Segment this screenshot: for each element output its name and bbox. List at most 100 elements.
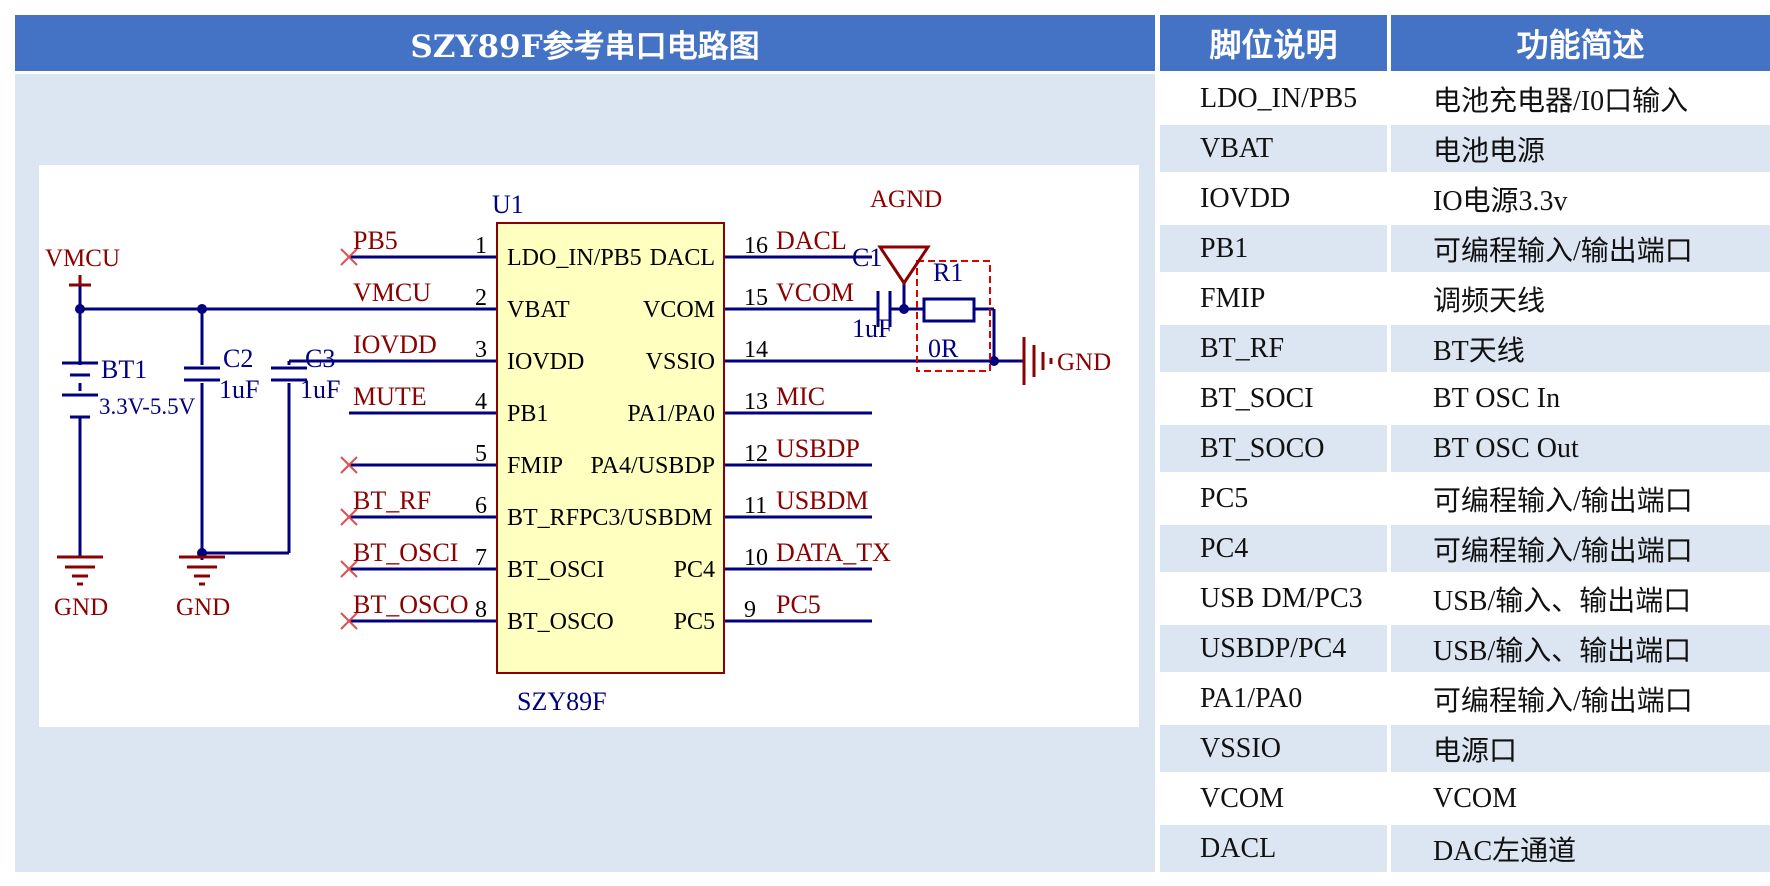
schematic-diagram: U1 SZY89F BT1 3.3V-5.5V C2 1uF C3 1uF C1… [45, 186, 1111, 716]
r1-resistor [922, 297, 976, 323]
pin-name-cell: VBAT [1160, 125, 1387, 172]
table-header-function: 功能简述 [1391, 15, 1770, 71]
bt1-battery [62, 361, 98, 419]
c1-value: 1uF [852, 314, 892, 343]
junction-dot [75, 304, 85, 314]
gnd-symbol-right [1022, 337, 1053, 385]
left-pin-name: FMIP [507, 453, 563, 479]
left-pin-name: BT_RFPC3/USBDM [507, 505, 712, 531]
right-net-label: DACL [776, 226, 847, 255]
left-pin-number: 1 [475, 233, 487, 259]
pin-name-cell: IOVDD [1160, 175, 1387, 222]
left-pin-number: 4 [475, 389, 487, 415]
pin-function-cell: USB/输入、输出端口 [1391, 575, 1770, 622]
left-net-label: IOVDD [353, 330, 437, 359]
chip-ref: U1 [492, 190, 524, 219]
pin-name-cell: DACL [1160, 825, 1387, 872]
pin-name-cell: FMIP [1160, 275, 1387, 322]
left-pin-name: BT_OSCI [507, 557, 604, 583]
left-net-label: MUTE [353, 382, 427, 411]
pin-function-cell: DAC左通道 [1391, 825, 1770, 872]
r1-highlight-box [916, 260, 991, 372]
agnd-label: AGND [870, 186, 942, 213]
pin-name-cell: BT_SOCI [1160, 375, 1387, 422]
left-net-label: VMCU [353, 278, 431, 307]
schematic-title: SZY89F参考串口电路图 [15, 15, 1155, 71]
left-pin-name: IOVDD [507, 349, 584, 375]
pin-function-cell: 电源口 [1391, 725, 1770, 772]
right-pin-name: VSSIO [646, 349, 715, 375]
left-pin-number: 8 [475, 597, 487, 623]
c2-value: 1uF [219, 375, 259, 404]
right-pin-name: PC4 [674, 557, 715, 583]
pin-function-cell: 调频天线 [1391, 275, 1770, 322]
r1-ref: R1 [933, 258, 963, 287]
c1-ref: C1 [852, 243, 882, 272]
pin-name-cell: BT_SOCO [1160, 425, 1387, 472]
right-pin-number: 13 [744, 389, 768, 415]
right-pin-number: 11 [744, 493, 767, 519]
pin-function-cell: BT OSC In [1391, 375, 1770, 422]
pin-function-cell: BT OSC Out [1391, 425, 1770, 472]
pin-function-cell: VCOM [1391, 775, 1770, 822]
right-net-label: VCOM [776, 278, 854, 307]
schematic-canvas: U1 SZY89F BT1 3.3V-5.5V C2 1uF C3 1uF C1… [39, 165, 1139, 727]
pin-name-cell: PC5 [1160, 475, 1387, 522]
pin-function-cell: BT天线 [1391, 325, 1770, 372]
right-net-label: MIC [776, 382, 825, 411]
pin-name-cell: VSSIO [1160, 725, 1387, 772]
right-net-label: USBDP [776, 434, 860, 463]
gnd-label-right: GND [1057, 349, 1111, 376]
vmcu-power-label: VMCU [45, 245, 120, 272]
right-net-label: DATA_TX [776, 538, 891, 567]
junction-dot [197, 304, 207, 314]
pin-function-cell: 可编程输入/输出端口 [1391, 475, 1770, 522]
agnd-symbol [877, 245, 931, 286]
r1-value: 0R [928, 334, 959, 363]
left-pin-number: 5 [475, 441, 487, 467]
pin-function-cell: 电池充电器/I0口输入 [1391, 75, 1770, 122]
table-header-pin: 脚位说明 [1160, 15, 1387, 71]
pin-function-cell: IO电源3.3v [1391, 175, 1770, 222]
right-pin-name: VCOM [643, 297, 715, 323]
left-pin-name: LDO_IN/PB5 [507, 245, 642, 271]
right-pin-name: DACL [650, 245, 715, 271]
c1-capacitor [876, 291, 892, 327]
pin-function-cell: 电池电源 [1391, 125, 1770, 172]
right-net-label: PC5 [776, 590, 821, 619]
right-net-label: USBDM [776, 486, 868, 515]
left-pin-name: VBAT [507, 297, 570, 323]
bt1-ref: BT1 [101, 355, 147, 384]
junction-dot [899, 304, 909, 314]
left-pin-name: BT_OSCO [507, 609, 614, 635]
left-pin-number: 7 [475, 545, 487, 571]
right-pin-number: 10 [744, 545, 768, 571]
gnd-symbol-bt1 [57, 545, 103, 586]
right-pin-name: PA4/USBDP [590, 453, 715, 479]
c3-value: 1uF [300, 375, 340, 404]
left-pin-number: 6 [475, 493, 487, 519]
chip-body [496, 222, 725, 674]
pin-name-cell: PC4 [1160, 525, 1387, 572]
left-pin-number: 3 [475, 337, 487, 363]
pin-name-cell: USBDP/PC4 [1160, 625, 1387, 672]
pin-name-cell: USB DM/PC3 [1160, 575, 1387, 622]
left-net-label: PB5 [353, 226, 398, 255]
pin-function-cell: 可编程输入/输出端口 [1391, 675, 1770, 722]
left-pin-name: PB1 [507, 401, 548, 427]
right-pin-number: 16 [744, 233, 768, 259]
pin-name-cell: PA1/PA0 [1160, 675, 1387, 722]
c2-ref: C2 [223, 344, 253, 373]
c3-ref: C3 [305, 344, 335, 373]
